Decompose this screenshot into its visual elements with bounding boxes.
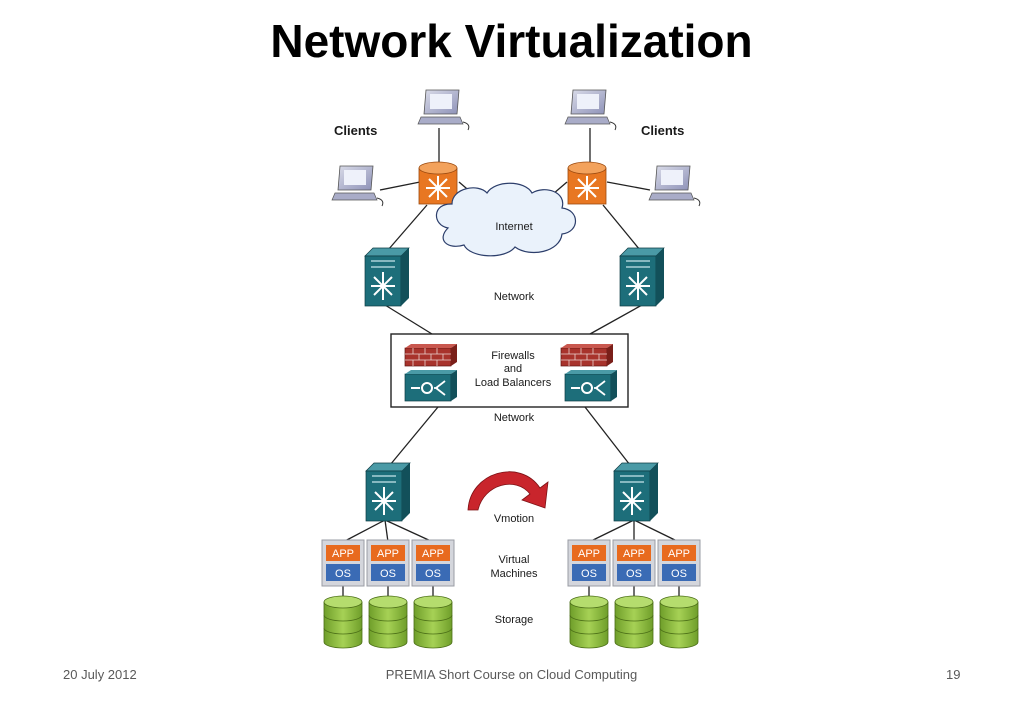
virtual-machines: APP OS APP OS APP OS APP OS APP OS APP OS xyxy=(321,539,701,587)
os-label: OS xyxy=(671,568,687,580)
vm-icon: APP OS xyxy=(567,539,611,587)
vm-icon: APP OS xyxy=(657,539,701,587)
vm-icon: APP OS xyxy=(366,539,410,587)
load-balancer-icon xyxy=(564,370,617,402)
vmotion-label: Vmotion xyxy=(494,513,534,525)
os-label: OS xyxy=(335,568,351,580)
switch-icon xyxy=(613,462,659,522)
firewalls-label-line1: Firewalls xyxy=(491,350,535,362)
clients-left-label: Clients xyxy=(334,123,377,138)
storage-group xyxy=(323,595,699,649)
router-icon xyxy=(418,161,458,205)
load-balancer-icon xyxy=(404,370,457,402)
internet-label: Internet xyxy=(495,221,532,233)
os-label: OS xyxy=(380,568,396,580)
app-label: APP xyxy=(668,548,690,560)
internet-cloud-icon xyxy=(435,182,577,257)
switch-icon xyxy=(364,247,410,307)
switch-icon xyxy=(619,247,665,307)
footer-course: PREMIA Short Course on Cloud Computing xyxy=(385,667,638,682)
network-top-label: Network xyxy=(494,291,535,303)
virtual-machines-label-line1: Virtual xyxy=(499,554,530,566)
client-computer-icon xyxy=(417,89,470,131)
storage-disk-icon xyxy=(569,595,609,649)
slide-title: Network Virtualization xyxy=(270,15,753,67)
vm-icon: APP OS xyxy=(321,539,365,587)
os-label: OS xyxy=(581,568,597,580)
app-label: APP xyxy=(332,548,354,560)
firewall-icon xyxy=(404,344,457,367)
router-icon xyxy=(567,161,607,205)
clients-right-label: Clients xyxy=(641,123,684,138)
vm-icon: APP OS xyxy=(411,539,455,587)
app-label: APP xyxy=(623,548,645,560)
footer-page-number: 19 xyxy=(946,667,961,682)
firewalls-label-line2: and xyxy=(504,363,522,375)
os-label: OS xyxy=(626,568,642,580)
virtual-machines-label-line2: Machines xyxy=(490,568,538,580)
app-label: APP xyxy=(377,548,399,560)
storage-disk-icon xyxy=(659,595,699,649)
storage-disk-icon xyxy=(368,595,408,649)
client-computer-icon xyxy=(564,89,617,131)
client-computer-icon xyxy=(331,165,384,207)
switch-icon xyxy=(365,462,411,522)
vm-icon: APP OS xyxy=(612,539,656,587)
storage-disk-icon xyxy=(323,595,363,649)
os-label: OS xyxy=(425,568,441,580)
storage-disk-icon xyxy=(614,595,654,649)
network-bottom-label: Network xyxy=(494,412,535,424)
storage-label: Storage xyxy=(495,614,534,626)
app-label: APP xyxy=(422,548,444,560)
vmotion-arrow-icon xyxy=(467,471,549,511)
storage-disk-icon xyxy=(413,595,453,649)
firewalls-label-line3: Load Balancers xyxy=(475,377,552,389)
app-label: APP xyxy=(578,548,600,560)
firewall-icon xyxy=(560,344,613,367)
client-computer-icon xyxy=(648,165,701,207)
footer-date: 20 July 2012 xyxy=(63,667,137,682)
